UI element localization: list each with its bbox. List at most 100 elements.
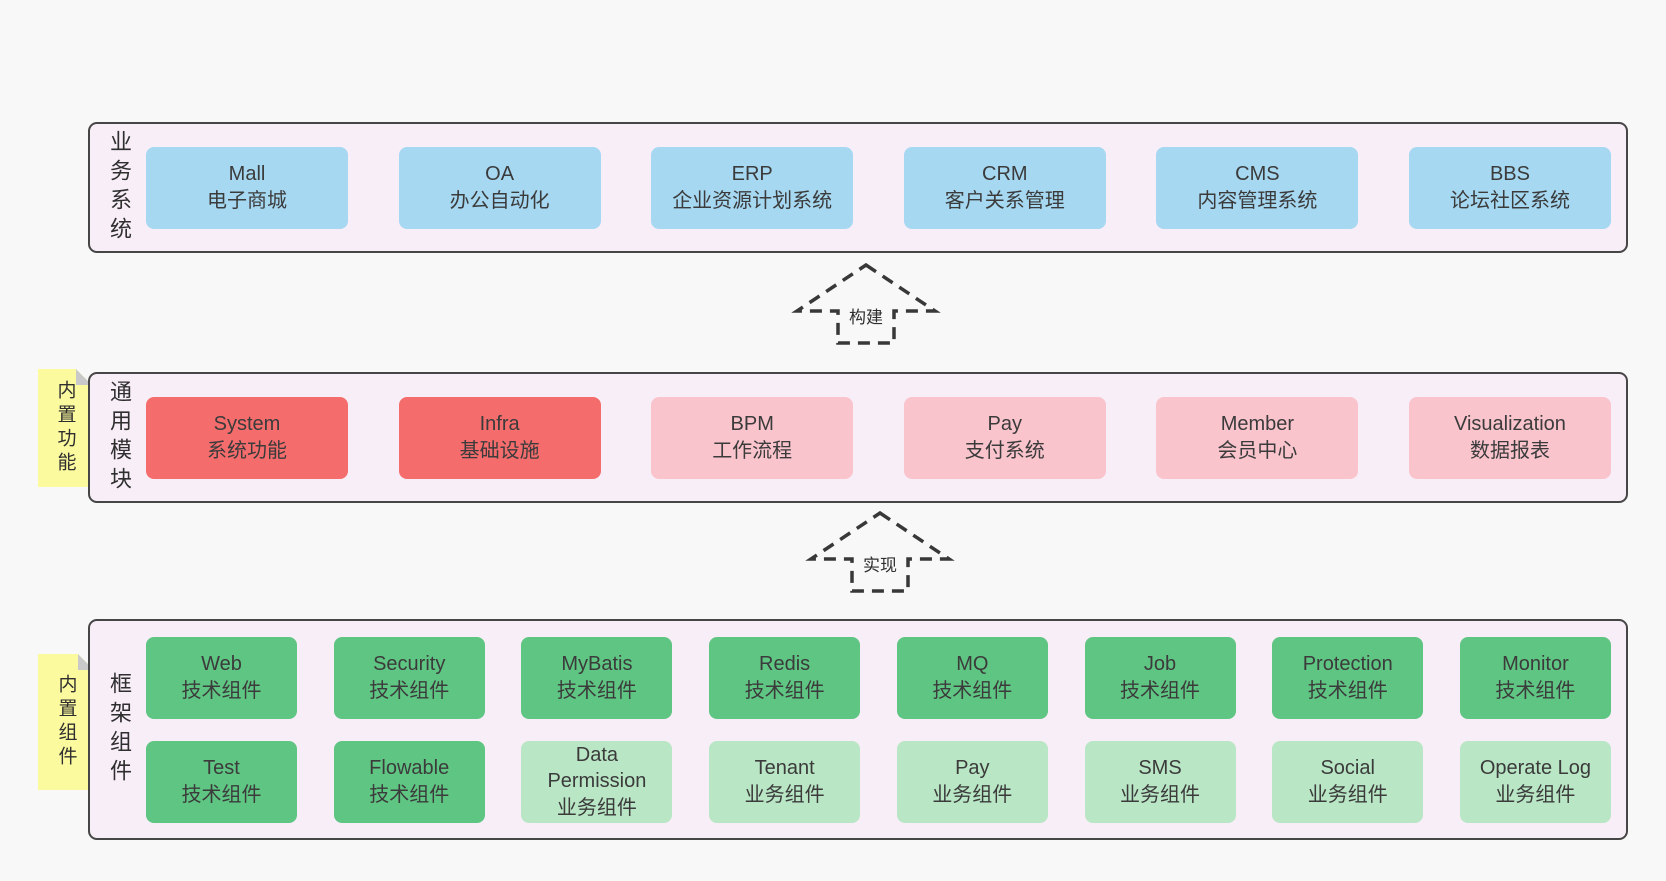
box-oa: OA 办公自动化 bbox=[398, 146, 601, 229]
band-row-2: Test 技术组件 Flowable 技术组件 Data Permission … bbox=[146, 740, 1611, 823]
box-subtitle: 业务组件 bbox=[1120, 783, 1201, 806]
up-arrow-implement: 实现 bbox=[805, 510, 955, 594]
box-title: BPM bbox=[730, 413, 774, 436]
box-crm: CRM 客户关系管理 bbox=[903, 146, 1106, 229]
box-bbs: BBS 论坛社区系统 bbox=[1408, 146, 1611, 229]
box-subtitle: 支付系统 bbox=[964, 439, 1045, 462]
box-subtitle: 业务组件 bbox=[556, 796, 637, 819]
dashed-up-arrow-icon bbox=[791, 262, 941, 345]
arrow-label-build: 构建 bbox=[846, 302, 886, 329]
dashed-up-arrow-icon bbox=[805, 510, 955, 593]
box-title: Operate Log bbox=[1479, 757, 1592, 780]
box-security: Security 技术组件 bbox=[333, 636, 485, 719]
box-title: Test bbox=[203, 757, 240, 780]
box-subtitle: 技术组件 bbox=[1120, 679, 1201, 702]
box-title: Flowable bbox=[369, 757, 450, 780]
band-row-1: Web 技术组件 Security 技术组件 MyBatis 技术组件 Redi… bbox=[146, 636, 1611, 719]
box-subtitle: 业务组件 bbox=[1495, 783, 1576, 806]
box-subtitle: 技术组件 bbox=[181, 783, 262, 806]
box-subtitle: 电子商城 bbox=[207, 189, 287, 212]
sticky-note-label: 内置组件 bbox=[55, 674, 77, 770]
band-label-common-modules: 通用模块 bbox=[107, 379, 132, 496]
box-mall: Mall 电子商城 bbox=[146, 146, 348, 229]
box-cms: CMS 内容管理系统 bbox=[1156, 146, 1359, 229]
box-title: Monitor bbox=[1502, 653, 1569, 676]
box-title: SMS bbox=[1138, 757, 1182, 780]
box-subtitle: 会员中心 bbox=[1217, 439, 1298, 462]
box-pay-component: Pay 业务组件 bbox=[896, 740, 1048, 823]
box-subtitle: 业务组件 bbox=[744, 783, 825, 806]
box-title: Member bbox=[1220, 413, 1295, 436]
box-subtitle: 业务组件 bbox=[932, 783, 1013, 806]
box-subtitle: 系统功能 bbox=[207, 439, 287, 462]
box-subtitle: 技术组件 bbox=[744, 679, 825, 702]
box-title: CMS bbox=[1235, 163, 1280, 186]
box-title: Web bbox=[201, 653, 242, 676]
box-subtitle: 基础设施 bbox=[459, 439, 540, 462]
box-mybatis: MyBatis 技术组件 bbox=[521, 636, 673, 719]
box-redis: Redis 技术组件 bbox=[709, 636, 861, 719]
box-tenant: Tenant 业务组件 bbox=[709, 740, 861, 823]
box-sms: SMS 业务组件 bbox=[1084, 740, 1236, 823]
box-monitor: Monitor 技术组件 bbox=[1459, 636, 1611, 719]
box-flowable: Flowable 技术组件 bbox=[333, 740, 485, 823]
band-business-systems: 业务系统 Mall 电子商城 OA 办公自动化 ERP 企业资源计划系统 CRM… bbox=[88, 122, 1628, 253]
band-label-business-systems: 业务系统 bbox=[107, 129, 132, 246]
box-title: CRM bbox=[982, 163, 1028, 186]
band-content: System 系统功能 Infra 基础设施 BPM 工作流程 Pay 支付系统… bbox=[146, 374, 1611, 501]
box-title: Tenant bbox=[754, 757, 815, 780]
box-operate-log: Operate Log 业务组件 bbox=[1459, 740, 1611, 823]
box-title: Data Permission bbox=[547, 743, 647, 793]
box-social: Social 业务组件 bbox=[1272, 740, 1424, 823]
box-bpm: BPM 工作流程 bbox=[651, 396, 854, 479]
box-title: Pay bbox=[955, 757, 990, 780]
box-visualization: Visualization 数据报表 bbox=[1408, 396, 1611, 479]
band-row: System 系统功能 Infra 基础设施 BPM 工作流程 Pay 支付系统… bbox=[146, 396, 1611, 479]
box-member: Member 会员中心 bbox=[1156, 396, 1359, 479]
box-subtitle: 技术组件 bbox=[369, 783, 450, 806]
arrow-label-implement: 实现 bbox=[860, 550, 900, 577]
box-title: MyBatis bbox=[561, 653, 633, 676]
box-subtitle: 技术组件 bbox=[1495, 679, 1576, 702]
up-arrow-build: 构建 bbox=[791, 262, 941, 346]
box-title: OA bbox=[485, 163, 515, 186]
box-test: Test 技术组件 bbox=[146, 740, 297, 823]
sticky-note-built-in-components: 内置组件 bbox=[38, 654, 94, 790]
band-label-framework-components: 框架组件 bbox=[107, 671, 132, 788]
box-subtitle: 办公自动化 bbox=[449, 189, 550, 212]
box-title: Security bbox=[373, 653, 446, 676]
box-subtitle: 技术组件 bbox=[1307, 679, 1388, 702]
box-title: Mall bbox=[228, 163, 266, 186]
box-subtitle: 技术组件 bbox=[369, 679, 450, 702]
box-title: Job bbox=[1143, 653, 1177, 676]
box-subtitle: 论坛社区系统 bbox=[1449, 189, 1570, 212]
box-subtitle: 工作流程 bbox=[712, 439, 793, 462]
box-subtitle: 企业资源计划系统 bbox=[672, 189, 833, 212]
box-subtitle: 技术组件 bbox=[181, 679, 262, 702]
band-framework-components: 框架组件 Web 技术组件 Security 技术组件 MyBatis 技术组件… bbox=[88, 619, 1628, 840]
box-data-permission: Data Permission 业务组件 bbox=[521, 740, 673, 823]
box-title: Infra bbox=[479, 413, 520, 436]
box-pay-system: Pay 支付系统 bbox=[903, 396, 1106, 479]
box-erp: ERP 企业资源计划系统 bbox=[651, 146, 854, 229]
box-job: Job 技术组件 bbox=[1084, 636, 1236, 719]
box-title: Pay bbox=[987, 413, 1023, 436]
box-subtitle: 技术组件 bbox=[556, 679, 637, 702]
sticky-note-label: 内置功能 bbox=[54, 380, 76, 476]
box-title: Redis bbox=[759, 653, 811, 676]
box-web: Web 技术组件 bbox=[146, 636, 297, 719]
box-subtitle: 业务组件 bbox=[1307, 783, 1388, 806]
box-subtitle: 内容管理系统 bbox=[1197, 189, 1318, 212]
band-common-modules: 通用模块 System 系统功能 Infra 基础设施 BPM 工作流程 Pay… bbox=[88, 372, 1628, 503]
box-title: MQ bbox=[956, 653, 989, 676]
box-subtitle: 客户关系管理 bbox=[944, 189, 1065, 212]
box-infra: Infra 基础设施 bbox=[398, 396, 601, 479]
box-title: Social bbox=[1320, 757, 1375, 780]
band-content: Web 技术组件 Security 技术组件 MyBatis 技术组件 Redi… bbox=[146, 621, 1611, 838]
box-title: Protection bbox=[1302, 653, 1393, 676]
box-mq: MQ 技术组件 bbox=[896, 636, 1048, 719]
box-title: Visualization bbox=[1454, 413, 1566, 436]
box-system: System 系统功能 bbox=[146, 396, 348, 479]
box-title: ERP bbox=[731, 163, 773, 186]
band-content: Mall 电子商城 OA 办公自动化 ERP 企业资源计划系统 CRM 客户关系… bbox=[146, 124, 1611, 251]
